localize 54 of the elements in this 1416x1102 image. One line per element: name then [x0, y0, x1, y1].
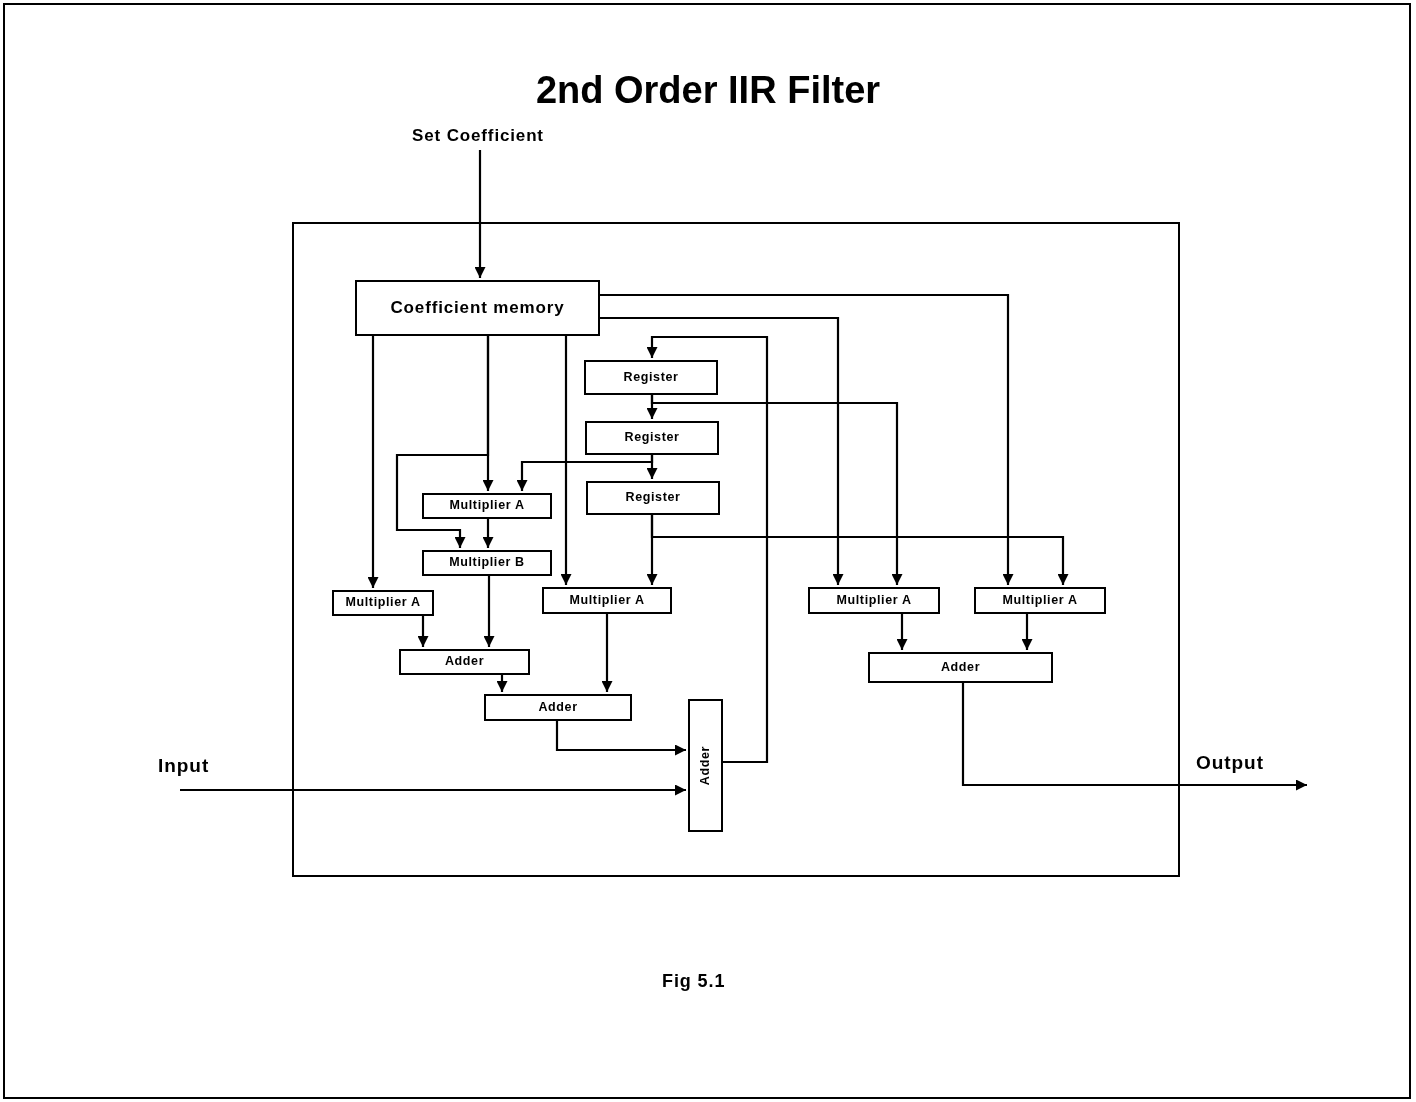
connector-arrow	[516, 453, 654, 491]
connector-arrow	[496, 673, 508, 692]
block-label: Register	[625, 490, 681, 506]
block-label: Coefficient memory	[390, 297, 565, 319]
block-box	[808, 587, 940, 614]
block-label: Adder	[940, 659, 981, 676]
block-box	[484, 694, 632, 721]
block-box	[868, 652, 1053, 683]
connector-arrow	[1021, 612, 1033, 650]
connector-arrow	[896, 612, 908, 650]
connector-arrow	[601, 612, 613, 692]
connector-arrow	[650, 513, 1069, 585]
block-label: Multiplier A	[449, 498, 525, 514]
block-label: Register	[623, 369, 679, 386]
block-label: Multiplier A	[569, 592, 645, 609]
block-label: Multiplier A	[345, 595, 421, 611]
connector-arrow	[555, 719, 686, 756]
block-label: Multiplier B	[449, 555, 525, 571]
block-label: Adder	[697, 745, 713, 786]
connector-arrow	[646, 335, 769, 764]
block-box	[332, 590, 434, 616]
block-box	[355, 280, 600, 336]
connector-arrow	[367, 334, 379, 588]
block-box	[585, 421, 719, 455]
connector-arrow	[180, 784, 686, 796]
connector-arrow	[598, 293, 1014, 585]
block-box	[688, 699, 723, 832]
block-label: Adder	[444, 654, 485, 670]
connector-arrow	[417, 614, 429, 647]
connector-arrow	[560, 334, 572, 585]
block-label: Adder	[538, 699, 578, 716]
block-box	[586, 481, 720, 515]
block-box	[542, 587, 672, 614]
block-box	[974, 587, 1106, 614]
connector-arrow	[395, 334, 490, 548]
block-label: Multiplier A	[1002, 592, 1078, 609]
diagram-title: 2nd Order IIR Filter	[535, 68, 881, 113]
block-label: Register	[624, 430, 680, 446]
figure-caption: Fig 5.1	[662, 970, 726, 993]
block-box	[422, 493, 552, 519]
connector-arrow	[961, 681, 1307, 791]
block-label: Multiplier A	[836, 592, 912, 609]
block-box	[422, 550, 552, 576]
block-label: Input	[158, 754, 210, 778]
connector-arrow	[483, 574, 495, 647]
system-boundary-box	[292, 222, 1180, 877]
connector-arrow	[474, 150, 486, 278]
connector-arrow	[482, 517, 494, 548]
block-box	[399, 649, 530, 675]
connector-arrow	[598, 316, 844, 585]
block-box	[584, 360, 718, 395]
connector-arrow	[650, 393, 903, 585]
block-label: Output	[1196, 751, 1264, 775]
block-label: Set Coefficient	[412, 125, 544, 147]
